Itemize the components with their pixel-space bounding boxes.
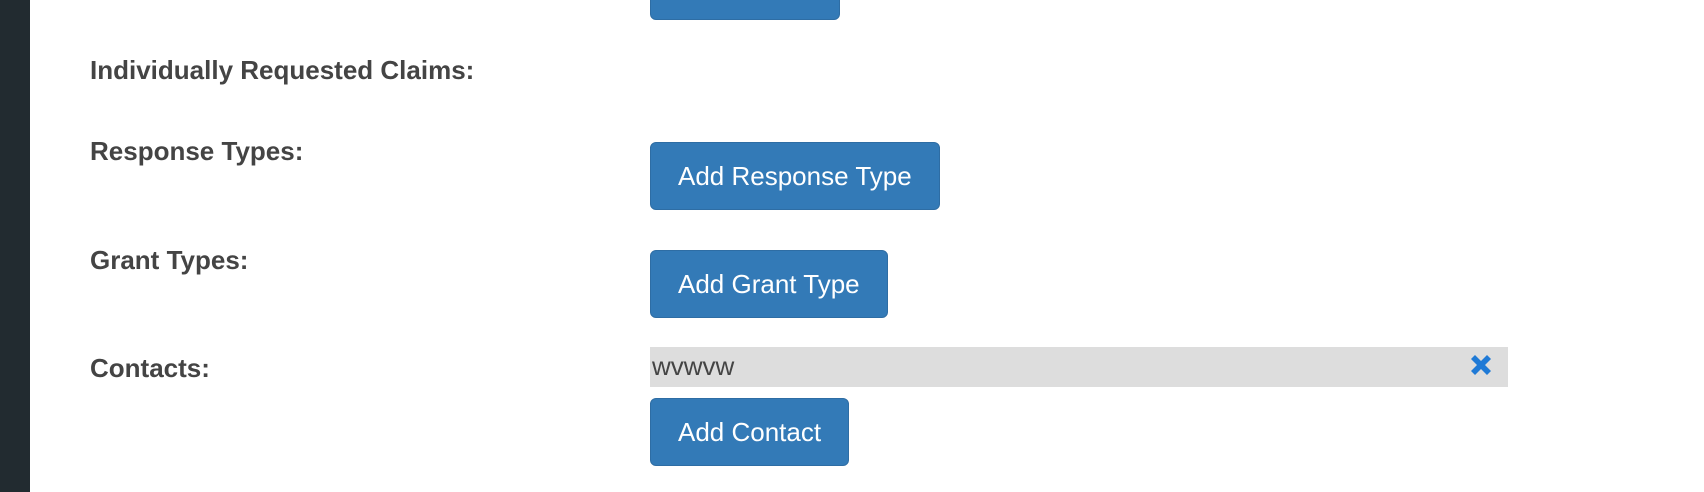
grant-types-label: Grant Types: [90,245,249,275]
claims-label: Individually Requested Claims: [90,55,475,85]
response-types-label: Response Types: [90,136,304,166]
add-response-type-button[interactable]: Add Response Type [650,142,940,210]
close-icon[interactable] [1466,350,1496,380]
add-contact-button[interactable]: Add Contact [650,398,850,466]
contact-name: wvwvw [652,351,735,381]
contacts-label: Contacts: [90,353,210,383]
contact-item: wvwvw [650,347,1508,387]
previous-add-button[interactable] [650,0,840,20]
add-grant-type-button[interactable]: Add Grant Type [650,250,888,318]
sidebar-edge [0,0,30,492]
